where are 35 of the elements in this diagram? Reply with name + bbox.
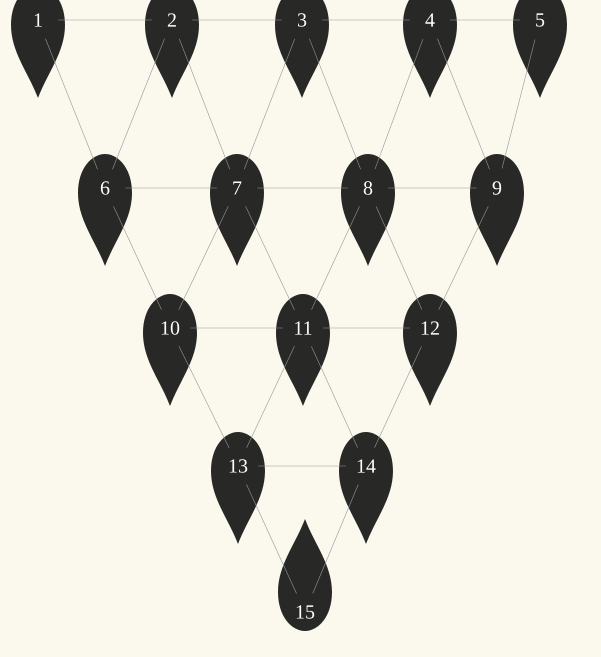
leaf-node: 3	[275, 0, 329, 98]
leaf-node: 13	[211, 432, 265, 544]
connector-line	[311, 206, 360, 310]
connector-line	[374, 38, 424, 170]
connector-line	[376, 206, 422, 310]
connector-line	[112, 38, 165, 170]
leaf-node: 15	[278, 519, 332, 631]
connector-line	[178, 206, 229, 310]
connector-line	[246, 484, 297, 594]
connector-line	[178, 38, 230, 170]
leaf-node: 5	[513, 0, 567, 98]
leaf-node: 2	[145, 0, 199, 98]
connector-line	[113, 206, 162, 310]
leaf-node: 8	[341, 154, 395, 266]
connector-line	[178, 346, 230, 448]
leaf-node: 6	[78, 154, 132, 266]
connector-line	[246, 346, 295, 448]
connector-line	[437, 38, 490, 170]
leaf-node: 12	[403, 294, 457, 406]
leaf-node: 11	[276, 294, 330, 406]
connector-line	[309, 38, 361, 170]
leaf-node: 7	[210, 154, 264, 266]
connector-line	[45, 38, 98, 170]
connector-line	[374, 346, 422, 448]
connector-line	[502, 39, 536, 169]
connector-line	[245, 206, 295, 310]
connector-line	[312, 484, 358, 594]
leaf-node: 1	[11, 0, 65, 98]
leaf-node: 10	[143, 294, 197, 406]
leaf-node: 14	[339, 432, 393, 544]
leaf-node: 4	[403, 0, 457, 98]
leaf-node: 9	[470, 154, 524, 266]
connector-line	[311, 346, 358, 448]
connector-line	[438, 206, 489, 310]
connector-line	[244, 38, 295, 170]
